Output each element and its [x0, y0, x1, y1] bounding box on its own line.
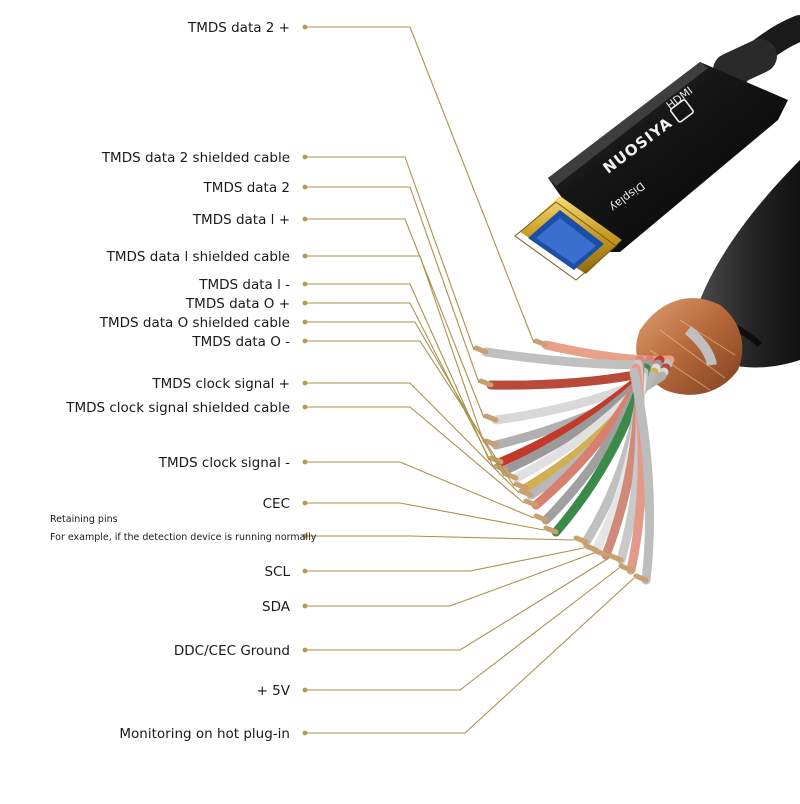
leader-line-0	[305, 26, 535, 344]
wire-tip-8	[513, 481, 529, 491]
pin-label-10: TMDS clock signal shielded cable	[65, 400, 290, 416]
leader-dot-7	[302, 319, 308, 325]
leader-dot-3	[302, 216, 308, 222]
leader-dot-10	[302, 404, 308, 410]
leader-dot-6	[302, 300, 308, 306]
wire-tip-6	[493, 463, 509, 473]
wire-tip-11	[533, 513, 549, 523]
leader-dot-15	[302, 603, 308, 609]
wire-tip-15	[593, 548, 609, 558]
pin-labels: TMDS data 2 + TMDS data 2 shielded cableT…	[65, 20, 291, 742]
wire-tip-10	[523, 498, 539, 508]
wire-tip-18	[633, 573, 649, 583]
leader-line-12	[305, 502, 545, 531]
leader-line-1	[305, 156, 475, 351]
wire-18	[629, 367, 655, 585]
leader-line-3	[305, 218, 485, 419]
pin-label-6: TMDS data O +	[185, 296, 290, 312]
pin-label-1: TMDS data 2 shielded cable	[101, 150, 290, 166]
leader-dot-13	[302, 533, 308, 539]
leader-line-8	[305, 340, 515, 487]
wire-tip-3	[483, 413, 499, 423]
hdmi-logo-icon	[669, 99, 694, 123]
leader-line-5	[305, 283, 490, 461]
pin-label-0: TMDS data 2 +	[187, 20, 290, 36]
wire-tip-13	[573, 535, 589, 545]
wire-tip-16	[608, 553, 624, 563]
leader-dot-8	[302, 338, 308, 344]
leader-dot-12	[302, 500, 308, 506]
leader-dot-2	[302, 184, 308, 190]
note-detection-device: For example, if the detection device is …	[50, 532, 317, 543]
pin-label-3: TMDS data l +	[192, 212, 290, 228]
pin-label-11: TMDS clock signal -	[158, 455, 290, 471]
pin-label-14: SCL	[264, 564, 290, 580]
wire-tip-9	[518, 488, 534, 498]
wire-tip-1	[473, 345, 489, 355]
wire-tip-12	[543, 525, 559, 535]
leader-lines	[302, 24, 635, 736]
leader-line-18	[305, 577, 635, 734]
leader-line-7	[305, 321, 505, 477]
pin-label-9: TMDS clock signal +	[151, 376, 290, 392]
wire-tip-2	[478, 378, 494, 388]
pin-label-5: TMDS data l -	[198, 277, 290, 293]
pin-label-15: SDA	[262, 599, 291, 615]
leader-dot-1	[302, 154, 308, 160]
leader-line-11	[305, 461, 535, 519]
leader-dot-9	[302, 380, 308, 386]
leader-dot-5	[302, 281, 308, 287]
leader-line-10	[305, 406, 525, 504]
note-retaining-pins: Retaining pins	[50, 514, 118, 525]
leader-dot-18	[302, 730, 308, 736]
leader-dot-0	[302, 24, 308, 30]
pin-label-4: TMDS data l shielded cable	[106, 249, 290, 265]
leader-dot-14	[302, 568, 308, 574]
pin-label-2: TMDS data 2	[203, 180, 290, 196]
cable-top	[713, 15, 800, 88]
leader-line-14	[305, 547, 585, 572]
wire-tip-4	[483, 438, 499, 448]
leader-dot-17	[302, 687, 308, 693]
pin-label-12: CEC	[263, 496, 290, 512]
leader-dot-4	[302, 253, 308, 259]
leader-dot-16	[302, 647, 308, 653]
wire-tip-5	[488, 455, 504, 465]
leader-line-2	[305, 186, 480, 384]
leader-line-9	[305, 382, 520, 494]
hdmi-connector: NUOSIYA HDMI Display	[514, 62, 788, 281]
pin-label-16: DDC/CEC Ground	[174, 643, 290, 659]
leader-line-15	[305, 552, 595, 607]
pin-label-7: TMDS data O shielded cable	[99, 315, 290, 331]
wire-tip-0	[533, 338, 549, 348]
wire-tip-17	[618, 563, 634, 573]
pin-label-8: TMDS data O -	[191, 334, 290, 350]
pin-label-18: Monitoring on hot plug-in	[119, 726, 290, 742]
pin-label-17: + 5V	[257, 683, 291, 699]
leader-line-4	[305, 255, 485, 444]
leader-line-16	[305, 557, 610, 651]
leader-line-13	[305, 535, 575, 541]
leader-line-17	[305, 567, 620, 691]
leader-line-6	[305, 302, 495, 469]
leader-dot-11	[302, 459, 308, 465]
wire-tip-7	[503, 471, 519, 481]
wire-fan	[473, 338, 675, 585]
